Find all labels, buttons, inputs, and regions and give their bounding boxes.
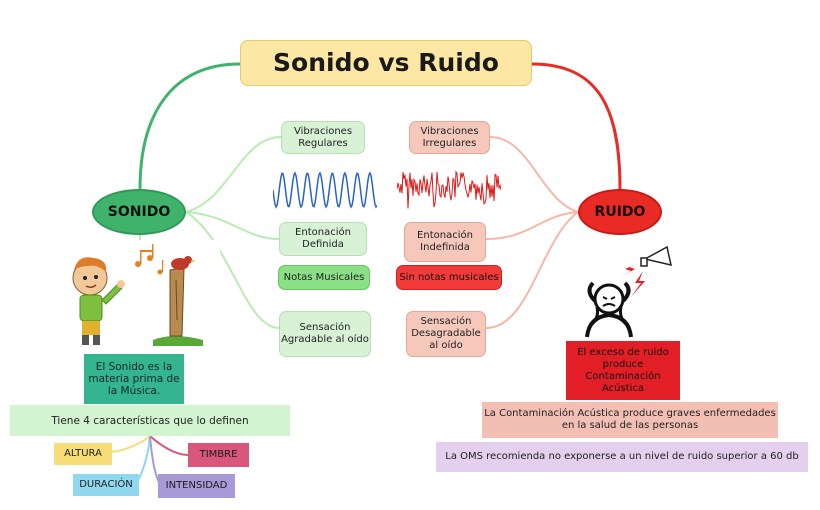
- link-timbre: [149, 435, 189, 456]
- caracteristicas-box: Tiene 4 características que lo definen: [10, 405, 290, 436]
- link-altura: [107, 435, 151, 453]
- sine-wave-icon: [273, 171, 377, 209]
- noise-wave-icon: [397, 160, 501, 214]
- vibraciones-irregulares-box: Vibraciones Irregulares: [409, 121, 490, 154]
- person-covering-ears-from-megaphone-illustration: [573, 241, 677, 341]
- notas-musicales-box: Notas Musicales: [278, 265, 370, 290]
- entonacion-definida-box: Entonación Definida: [279, 222, 367, 256]
- sonido-node: SONIDO: [92, 189, 186, 235]
- altura-tag: ALTURA: [54, 443, 112, 465]
- ruido-node: RUIDO: [578, 189, 662, 235]
- sonido-link-sensacion: [185, 211, 280, 329]
- ruido-link-vibraciones: [489, 136, 579, 213]
- page-title: Sonido vs Ruido: [240, 40, 532, 86]
- vibraciones-regulares-box: Vibraciones Regulares: [281, 121, 365, 154]
- exceso-ruido-box: El exceso de ruido produce Contaminación…: [566, 341, 680, 400]
- entonacion-indefinida-box: Entonación Indefinida: [404, 222, 486, 262]
- ruido-link-entonacion: [485, 211, 579, 240]
- enfermedades-box: La Contaminación Acústica produce graves…: [482, 402, 778, 438]
- sonido-materia-box: El Sonido es la materia prima de la Músi…: [84, 354, 184, 404]
- ruido-link-sensacion: [485, 211, 579, 329]
- sonido-link-vibraciones: [185, 136, 282, 213]
- sensacion-desagradable-box: Sensación Desagradable al oído: [406, 311, 486, 357]
- intensidad-tag: INTENSIDAD: [158, 474, 235, 498]
- timbre-tag: TIMBRE: [188, 443, 249, 467]
- boy-listening-music-illustration: [58, 240, 220, 352]
- title-to-ruido-line: [531, 62, 622, 190]
- title-to-sonido-line: [138, 62, 241, 190]
- oms-box: La OMS recomienda no exponerse a un nive…: [436, 442, 808, 472]
- sonido-link-entonacion: [185, 211, 280, 240]
- sensacion-agradable-box: Sensación Agradable al oído: [279, 311, 371, 357]
- duracion-tag: DURACIÓN: [73, 474, 139, 496]
- sin-notas-box: Sin notas musicales: [396, 265, 502, 290]
